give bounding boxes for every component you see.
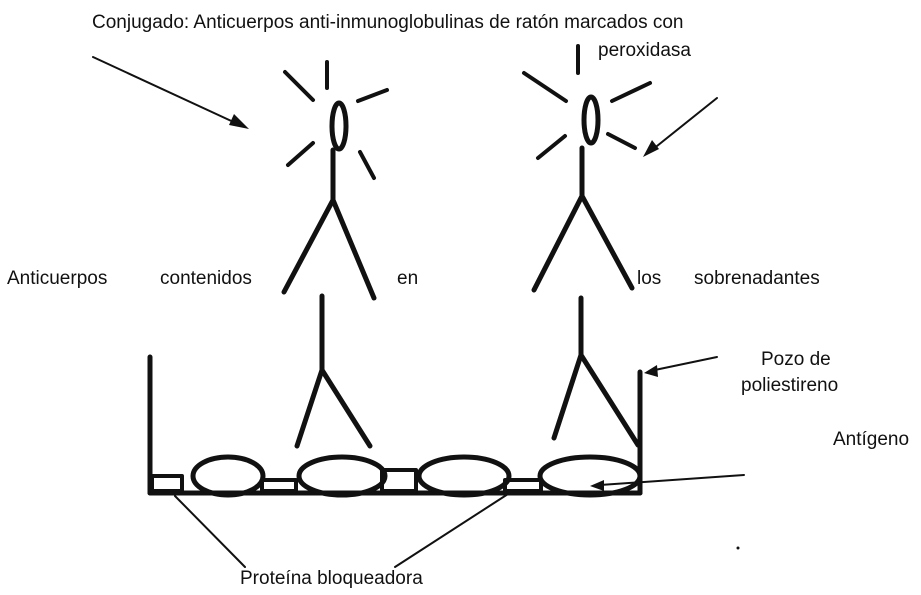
- primary-antibody: [297, 296, 370, 446]
- well-label-line1: Pozo de: [761, 349, 831, 371]
- arrowhead-icon: [229, 114, 249, 129]
- blocking-pointer-line: [395, 494, 508, 567]
- arrowheads: [229, 114, 659, 491]
- antibodies-label-word: Anticuerpos: [7, 268, 107, 290]
- antigen-ellipse: [299, 457, 385, 495]
- antigen-ellipse: [193, 457, 263, 495]
- conjugate-antibodies: [284, 148, 632, 298]
- conjugate-pointer-line: [93, 57, 240, 125]
- glow-ray: [358, 90, 387, 101]
- primary-antibody: [554, 298, 638, 445]
- antibodies-label-word: sobrenadantes: [694, 268, 820, 290]
- blocking-protein-block: [152, 476, 182, 491]
- arrowhead-icon: [644, 365, 658, 377]
- conjugate-label-line2: peroxidasa: [598, 40, 691, 62]
- blocking-protein-block: [262, 480, 296, 491]
- antibodies-label-word: contenidos: [160, 268, 252, 290]
- glow-ray: [285, 72, 313, 100]
- blocking-protein-label: Proteína bloqueadora: [240, 568, 423, 590]
- arrowhead-icon: [643, 140, 659, 157]
- arrowhead-icon: [590, 480, 604, 491]
- glow-ray: [360, 152, 374, 178]
- antigen-pointer-line: [600, 475, 744, 485]
- conjugate-pointer-line: [652, 98, 717, 150]
- well-label-line2: poliestireno: [741, 375, 838, 397]
- glow-ray: [538, 136, 565, 158]
- conjugate-label-line1: Conjugado: Anticuerpos anti-inmunoglobul…: [92, 12, 684, 34]
- scan-speck: [737, 547, 740, 550]
- polystyrene-well: [150, 357, 640, 493]
- antigen-ellipse: [540, 457, 640, 495]
- blocking-protein-block: [505, 480, 541, 491]
- conjugate-antibody: [534, 148, 632, 290]
- primary-antibodies: [297, 296, 638, 446]
- conjugate-antibody: [284, 150, 374, 298]
- glow-ray: [288, 143, 313, 165]
- peroxidase-icon: [584, 97, 598, 143]
- peroxidase-icon: [332, 103, 346, 149]
- antibodies-label-word: los: [637, 268, 661, 290]
- well-pointer-line: [650, 357, 717, 371]
- antigen-ellipse: [419, 457, 509, 495]
- antigen-label: Antígeno: [833, 429, 909, 451]
- blocking-proteins: [152, 470, 541, 491]
- antibodies-label-word: en: [397, 268, 418, 290]
- blocking-pointer-line: [175, 496, 245, 567]
- glow-ray: [608, 134, 635, 148]
- glow-ray: [524, 73, 566, 101]
- glow-ray: [612, 83, 650, 101]
